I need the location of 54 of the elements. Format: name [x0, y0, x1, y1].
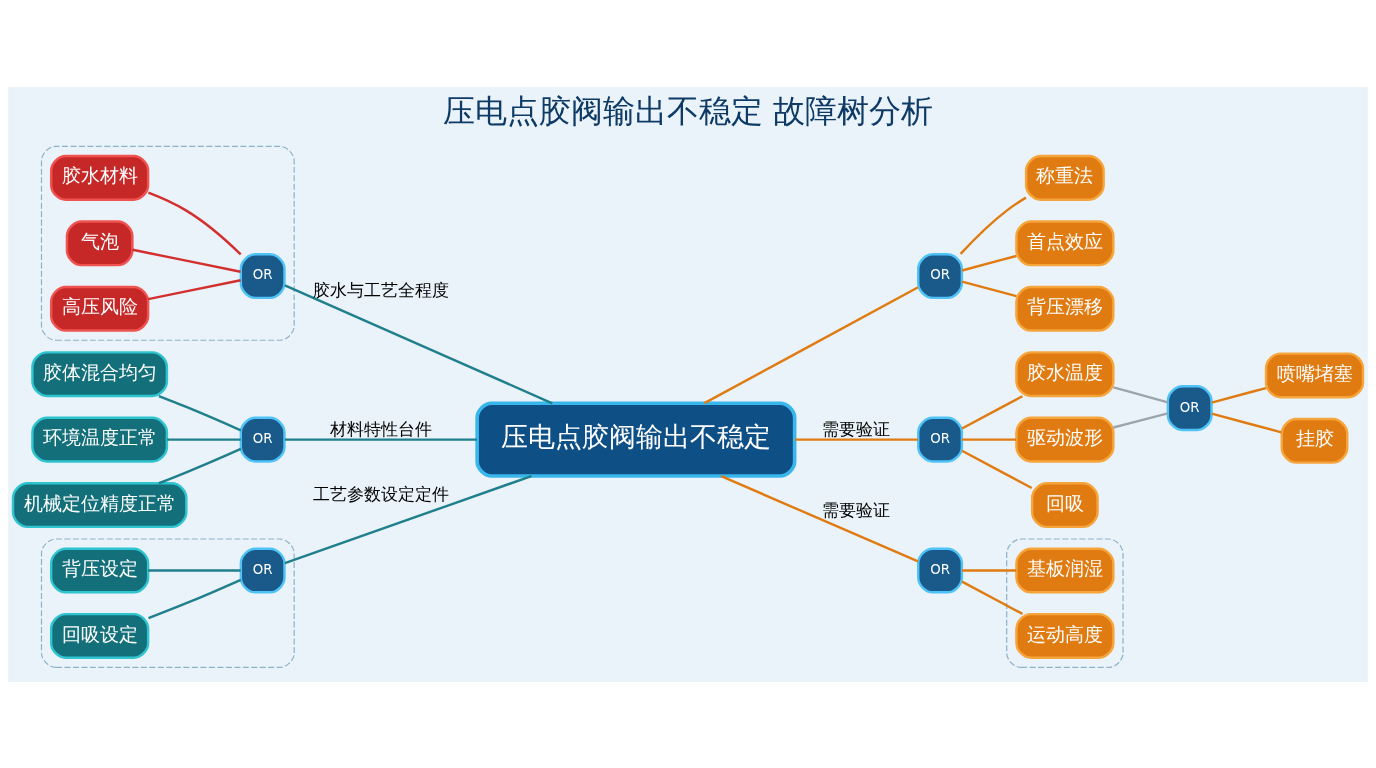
connector — [148, 578, 242, 619]
node-box: 驱动波形 — [1015, 416, 1115, 463]
connector — [961, 254, 1017, 272]
connector — [132, 248, 241, 273]
connector — [795, 437, 918, 441]
edge-label: 胶水与工艺全程度 — [312, 279, 449, 300]
cluster — [1006, 537, 1124, 668]
connector — [962, 568, 1017, 572]
node-box: 挂胶 — [1280, 417, 1349, 464]
connector — [147, 191, 242, 255]
cluster — [40, 145, 295, 341]
node-box: 胶水温度 — [1015, 350, 1115, 397]
connector — [167, 437, 241, 441]
connector — [158, 394, 242, 431]
node-box: 压电点胶阀输出不稳定 — [475, 400, 797, 478]
node-box: 首点效应 — [1015, 219, 1115, 266]
connector — [959, 196, 1027, 255]
node-box: 回吸 — [1030, 481, 1099, 528]
connector — [961, 394, 1023, 430]
edge-label: 工艺参数设定定件 — [312, 483, 449, 504]
node-box: 胶水材料 — [50, 154, 150, 201]
connector — [961, 580, 1023, 615]
connector — [148, 568, 241, 572]
connector — [1211, 386, 1267, 404]
edge-label: 需要验证 — [822, 418, 891, 439]
connector — [284, 283, 553, 404]
connector — [284, 437, 477, 441]
edge-label: 材料特性台件 — [329, 418, 432, 439]
node-box: 背压设定 — [50, 547, 150, 594]
node-box: 胶体混合均匀 — [31, 350, 169, 397]
connector — [961, 449, 1033, 489]
connector — [720, 474, 919, 563]
node-box: 环境温度正常 — [31, 416, 169, 463]
connector — [961, 279, 1017, 297]
connector — [147, 278, 241, 300]
cluster — [40, 537, 295, 668]
connector — [1113, 385, 1169, 404]
connector — [158, 447, 242, 484]
connector — [962, 437, 1017, 441]
node-box: 机械定位精度正常 — [11, 481, 188, 528]
node-box: 运动高度 — [1015, 612, 1115, 659]
connector — [703, 285, 919, 404]
node-box: 回吸设定 — [50, 612, 150, 659]
connector — [284, 474, 532, 564]
node-box: 高压风险 — [50, 285, 150, 332]
node-box: 基板润湿 — [1015, 547, 1115, 594]
connector — [1113, 411, 1169, 429]
edge-label: 需要验证 — [822, 499, 891, 520]
diagram-title: 压电点胶阀输出不稳定 故障树分析 — [442, 92, 934, 129]
node-box: 背压漂移 — [1015, 285, 1115, 332]
connector — [1211, 412, 1282, 433]
node-box: 称重法 — [1024, 154, 1105, 201]
node-box: 气泡 — [65, 219, 134, 266]
node-box: 喷嘴堵塞 — [1264, 351, 1365, 398]
